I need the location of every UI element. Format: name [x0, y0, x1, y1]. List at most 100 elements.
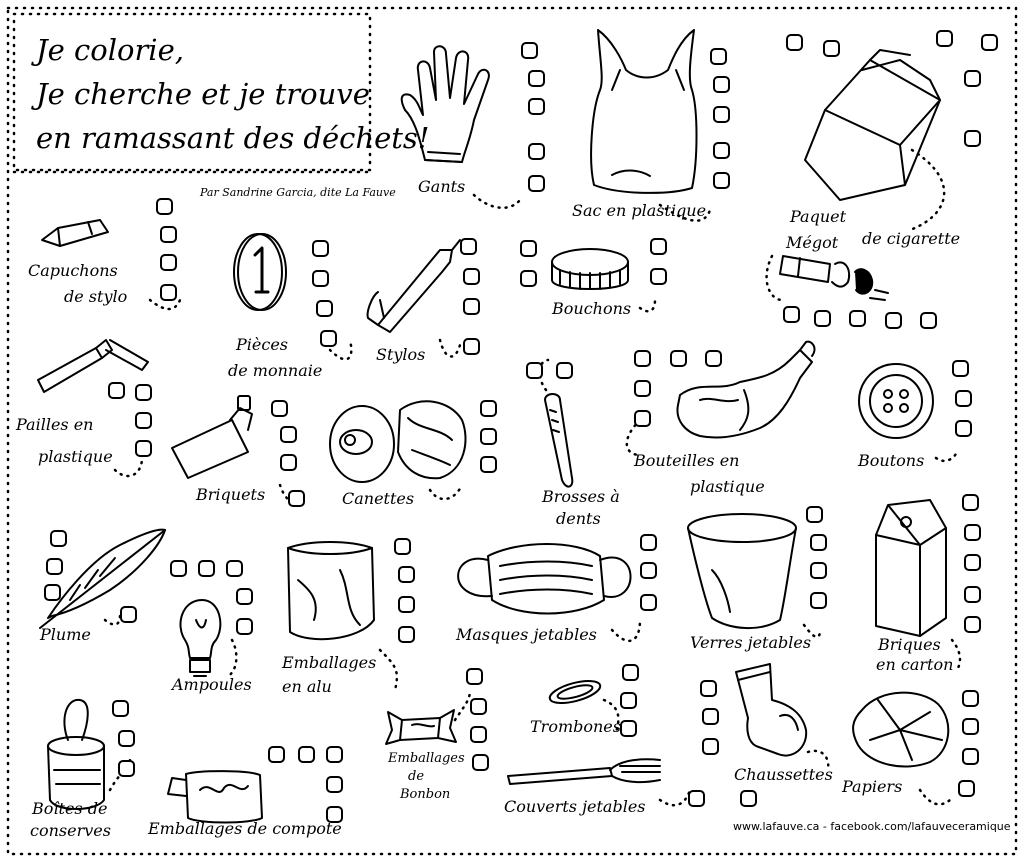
- count-box: [108, 382, 125, 399]
- count-box: [394, 538, 411, 555]
- count-box: [398, 566, 415, 583]
- label-bouteilles: Bouteilles en: [634, 451, 740, 470]
- count-box: [702, 708, 719, 725]
- label-compote: Emballages de compote: [148, 819, 342, 838]
- label-sac: Sac en plastique: [572, 201, 707, 220]
- count-box: [521, 42, 538, 59]
- count-box: [620, 720, 637, 737]
- count-box: [962, 748, 979, 765]
- count-box: [50, 530, 67, 547]
- glove-icon: [400, 45, 490, 163]
- count-box: [964, 70, 981, 87]
- count-box: [326, 746, 343, 763]
- label-dents: dents: [556, 509, 601, 528]
- count-box: [528, 175, 545, 192]
- count-box: [962, 494, 979, 511]
- count-box: [650, 268, 667, 285]
- count-box: [634, 350, 651, 367]
- cigarette-pack-icon: [804, 49, 941, 201]
- count-box: [920, 312, 937, 329]
- count-box: [470, 726, 487, 743]
- count-box: [955, 420, 972, 437]
- candy-wrapper-icon: [385, 709, 457, 745]
- count-box: [112, 700, 129, 717]
- label-brosses: Brosses à: [542, 487, 620, 506]
- count-box: [814, 310, 831, 327]
- count-box: [120, 606, 137, 623]
- pen-icon: [366, 239, 461, 333]
- count-box: [964, 524, 981, 541]
- count-box: [964, 616, 981, 633]
- toothbrush-icon: [544, 393, 574, 488]
- count-box: [688, 790, 705, 807]
- count-box: [326, 776, 343, 793]
- label-masques: Masques jetables: [456, 625, 597, 644]
- count-box: [236, 618, 253, 635]
- label-conserves: conserves: [30, 821, 111, 840]
- straw-icon: [37, 339, 149, 393]
- count-box: [622, 664, 639, 681]
- milk-carton-icon: [875, 499, 947, 637]
- crumpled-paper-icon: [852, 691, 950, 768]
- count-box: [463, 298, 480, 315]
- label-briquets: Briquets: [196, 485, 266, 504]
- count-box: [46, 558, 63, 575]
- count-box: [480, 456, 497, 473]
- label-pieces: Pièces: [236, 335, 288, 354]
- label-couverts: Couverts jetables: [504, 797, 646, 816]
- count-box: [288, 490, 305, 507]
- count-box: [962, 690, 979, 707]
- count-box: [528, 143, 545, 160]
- count-box: [810, 592, 827, 609]
- count-box: [710, 48, 727, 65]
- count-box: [135, 412, 152, 429]
- count-box: [806, 506, 823, 523]
- plastic-fork-icon: [507, 758, 661, 785]
- label-stylos: Stylos: [376, 345, 426, 364]
- coin-icon: [233, 233, 287, 311]
- count-box: [786, 34, 803, 51]
- label-ampoules: Ampoules: [172, 675, 252, 694]
- label-paquet: Paquet: [790, 207, 847, 226]
- label-en-carton: en carton: [876, 655, 954, 674]
- count-box: [160, 226, 177, 243]
- foil-wrap-icon: [287, 541, 375, 641]
- label-megot: Mégot: [786, 233, 839, 252]
- count-box: [740, 790, 757, 807]
- count-box: [135, 384, 152, 401]
- can-icon: [329, 400, 467, 483]
- count-box: [316, 300, 333, 317]
- count-box: [640, 594, 657, 611]
- label-de: de: [408, 769, 425, 784]
- count-box: [981, 34, 998, 51]
- face-mask-icon: [457, 543, 632, 615]
- count-box: [118, 730, 135, 747]
- count-box: [700, 680, 717, 697]
- count-box: [44, 584, 61, 601]
- count-box: [480, 400, 497, 417]
- count-box: [810, 562, 827, 579]
- count-box: [640, 534, 657, 551]
- count-box: [962, 718, 979, 735]
- label-emballages-alu: Emballages: [282, 653, 377, 672]
- count-box: [810, 534, 827, 551]
- count-box: [470, 698, 487, 715]
- plastic-bag-icon: [590, 29, 698, 194]
- count-box: [398, 596, 415, 613]
- title-block: Je colorie, Je cherche et je trouve en r…: [14, 14, 429, 168]
- paper-clip-icon: [548, 680, 602, 704]
- label-de-stylo: de stylo: [64, 287, 128, 306]
- label-pailles-plastique: plastique: [38, 447, 113, 466]
- count-box: [520, 270, 537, 287]
- count-box: [520, 240, 537, 257]
- count-box: [713, 76, 730, 93]
- label-plume: Plume: [40, 625, 91, 644]
- count-box: [226, 560, 243, 577]
- light-bulb-icon: [179, 599, 222, 677]
- count-box: [280, 454, 297, 471]
- count-box: [702, 738, 719, 755]
- compote-pouch-icon: [167, 770, 263, 824]
- count-box: [556, 362, 573, 379]
- count-box: [236, 588, 253, 605]
